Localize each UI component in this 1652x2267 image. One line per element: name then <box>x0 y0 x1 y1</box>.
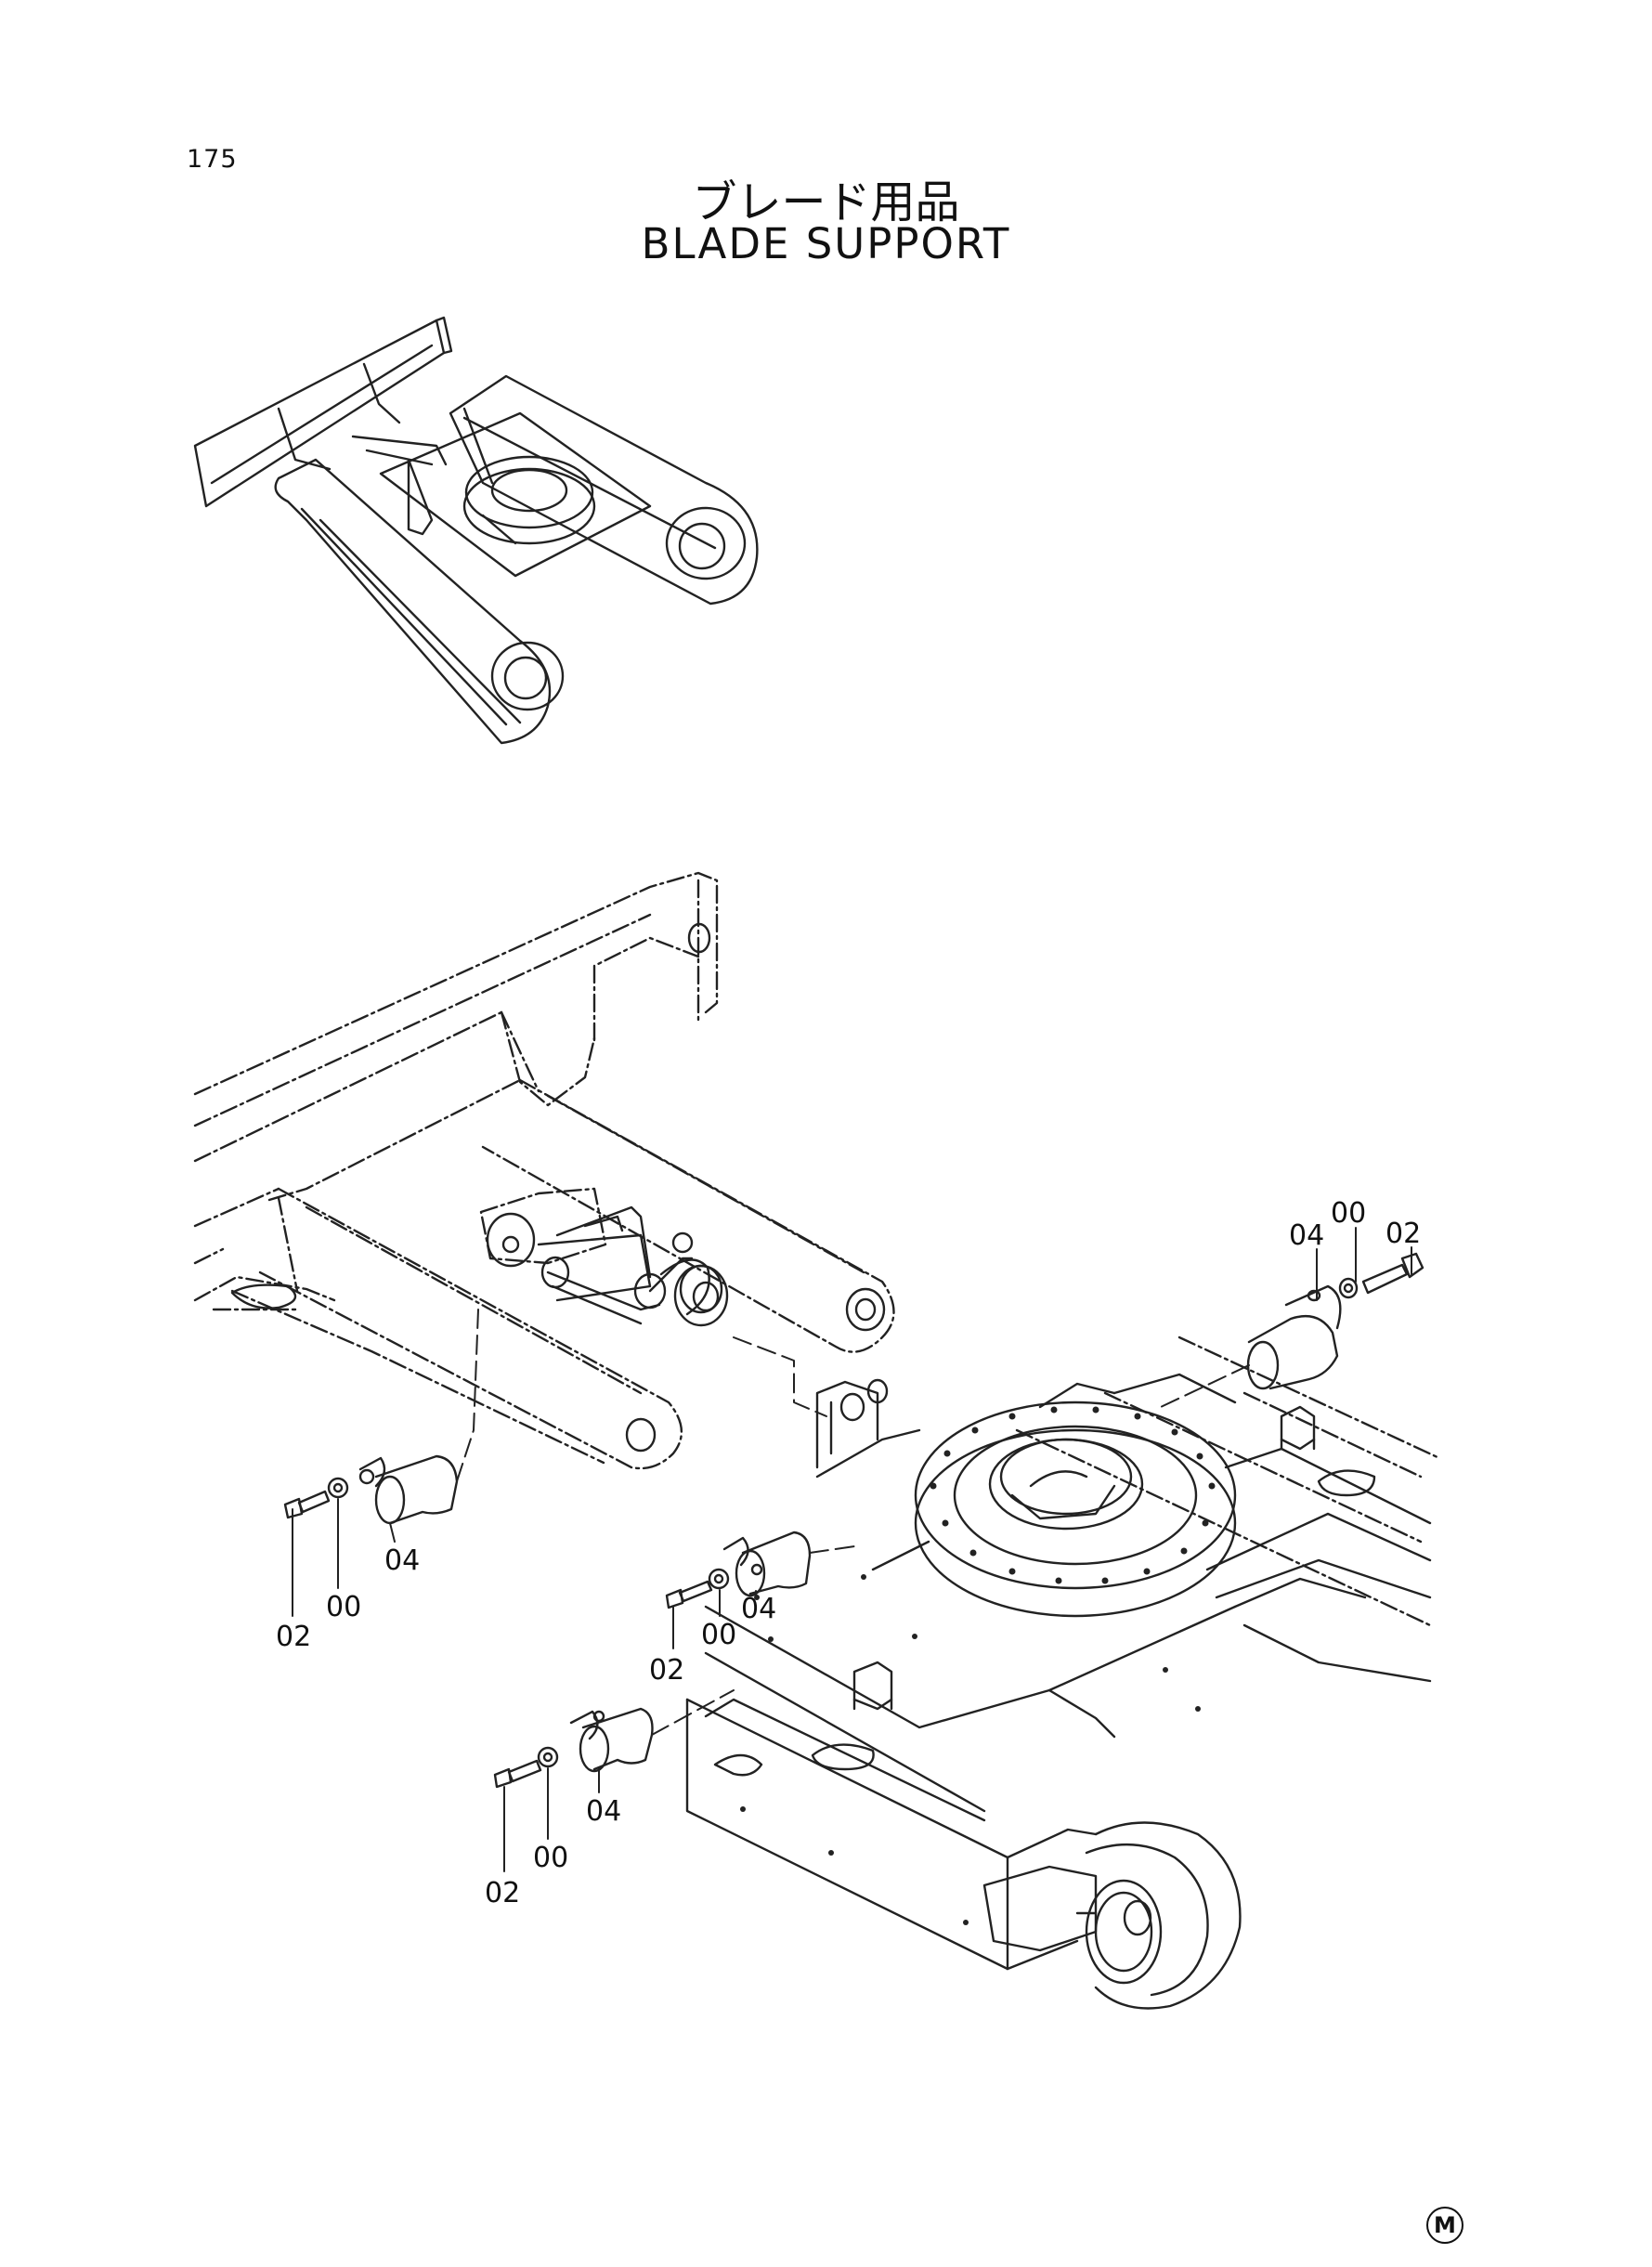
callout-d-part-02: 02 <box>485 1877 520 1909</box>
callout-a-part-04: 04 <box>1289 1219 1324 1252</box>
pin-group-d <box>493 1707 654 1789</box>
callout-a-part-02: 02 <box>1385 1218 1421 1250</box>
page-number: 175 <box>187 145 238 174</box>
track-frame <box>685 1373 1432 2010</box>
pin-group-c <box>665 1531 812 1609</box>
overview-thumbnail <box>193 316 759 745</box>
callout-d-part-04: 04 <box>586 1795 621 1828</box>
callout-b-part-02: 02 <box>276 1621 311 1653</box>
callout-a-part-00: 00 <box>1331 1197 1366 1230</box>
callout-c-part-00: 00 <box>701 1619 736 1651</box>
manufacturer-mark: M <box>1426 2207 1463 2244</box>
title-japanese: ブレード用品 <box>692 176 960 228</box>
callout-d-part-00: 00 <box>533 1842 568 1874</box>
pin-group-a <box>1246 1252 1424 1390</box>
title-english: BLADE SUPPORT <box>641 219 1011 268</box>
pin-group-b <box>283 1454 459 1525</box>
blade-cylinder <box>479 1187 729 1327</box>
main-assembly <box>193 871 1441 2010</box>
callout-c-part-04: 04 <box>741 1593 776 1625</box>
callout-b-part-00: 00 <box>326 1591 361 1623</box>
callout-c-part-02: 02 <box>649 1654 684 1687</box>
callout-b-part-04: 04 <box>384 1544 420 1577</box>
